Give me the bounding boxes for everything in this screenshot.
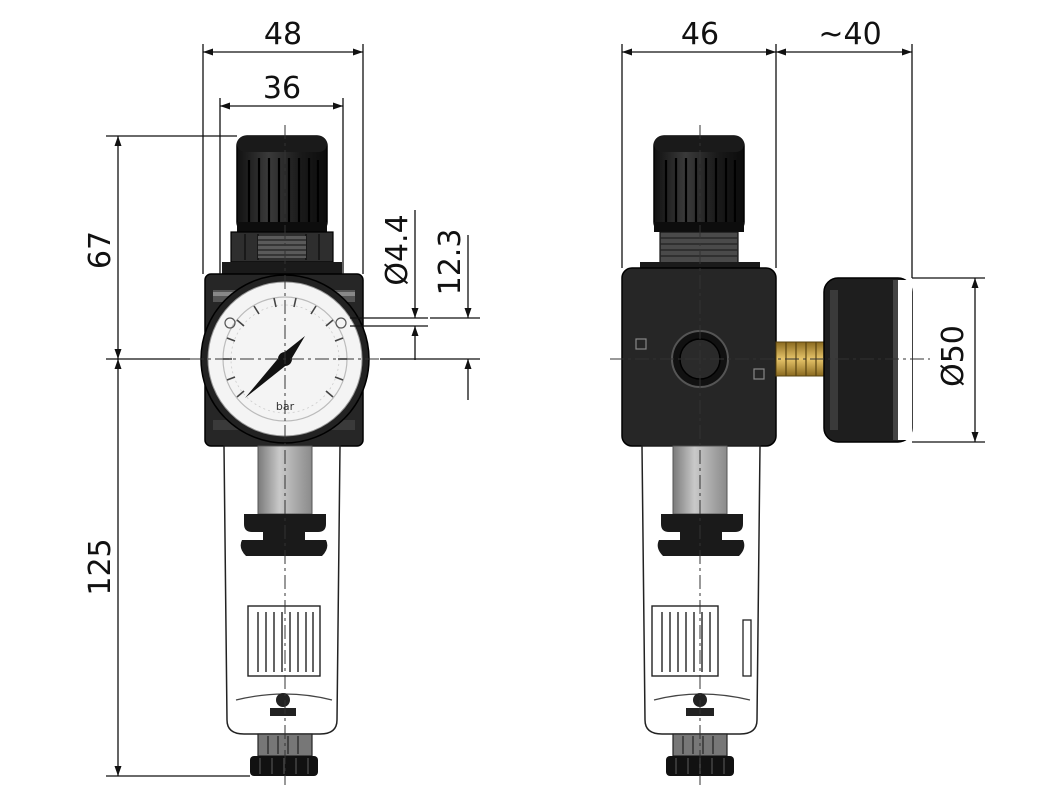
adjustment-knob <box>236 135 328 233</box>
dim-gauge-diameter: Ø50 <box>912 277 985 443</box>
dimension-annotations: 48 36 67 125 Ø4.4 <box>83 17 985 777</box>
dim-height-upper: 67 <box>83 135 237 360</box>
dim-depth-side-label: 46 <box>681 17 719 52</box>
dim-width-front-label: 48 <box>264 17 302 52</box>
side-adjustment-knob <box>653 135 745 233</box>
side-regulator-body <box>621 267 777 447</box>
side-filter-bowl <box>641 445 761 735</box>
dim-port-offset-label: 12.3 <box>433 229 468 296</box>
dim-height-lower: 125 <box>83 359 250 777</box>
dim-port-offset: 12.3 <box>380 229 480 400</box>
dim-depth-side: 46 <box>621 17 777 268</box>
dim-width-body-label: 36 <box>263 71 301 106</box>
drain-valve-top <box>270 693 296 716</box>
dim-gauge-diameter-label: Ø50 <box>936 325 971 387</box>
dim-width-body: 36 <box>219 71 344 274</box>
front-view: bar <box>190 125 380 785</box>
drain-valve <box>250 733 318 776</box>
dim-gauge-protrusion: ~40 <box>776 17 913 278</box>
dim-port-diameter-label: Ø4.4 <box>380 214 415 285</box>
side-view <box>610 125 930 785</box>
dim-port-diameter: Ø4.4 <box>350 210 428 360</box>
bonnet-nut <box>222 231 342 274</box>
dim-height-lower-label: 125 <box>83 538 118 595</box>
pressure-gauge-side <box>823 277 913 443</box>
dim-height-upper-label: 67 <box>83 231 118 269</box>
dim-gauge-protrusion-label: ~40 <box>818 17 881 52</box>
filter-element <box>247 605 321 677</box>
filter-bowl <box>223 445 341 735</box>
gauge-needle <box>245 336 305 398</box>
dim-width-front: 48 <box>202 17 364 274</box>
